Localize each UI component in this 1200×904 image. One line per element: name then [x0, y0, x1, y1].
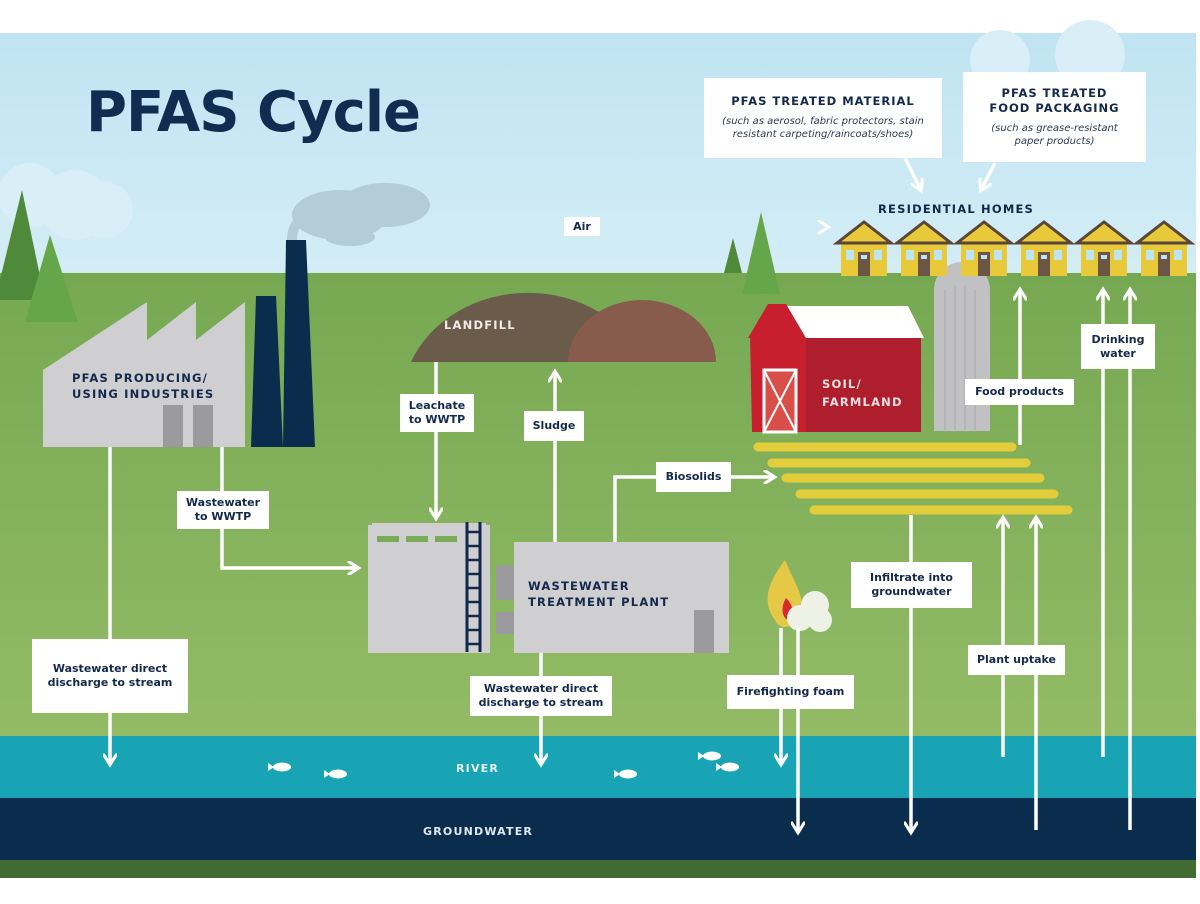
fish-icon: [614, 769, 637, 779]
smoke-cloud-icon: [287, 183, 430, 246]
arrow-packaging-to-homes: [982, 162, 997, 188]
tree-icon: [0, 190, 780, 322]
flow-label-food-products: Food products: [965, 379, 1074, 405]
house-icon: [832, 220, 896, 276]
house-icon: [1012, 220, 1076, 276]
factory-icon: [43, 240, 315, 447]
fish-group: [268, 751, 739, 779]
fire-icon: [767, 560, 832, 632]
flow-label-plant-uptake: Plant uptake: [968, 645, 1065, 675]
fish-icon: [716, 762, 739, 772]
info-box-heading: PFAS TREATED FOOD PACKAGING: [989, 86, 1120, 115]
label-groundwater: GROUNDWATER: [423, 825, 534, 838]
river-band: [0, 736, 1196, 800]
arrow-material-to-homes: [903, 157, 920, 188]
arrow-wastewater-to-wwtp: [220, 447, 356, 568]
label-industries: PFAS PRODUCING/ USING INDUSTRIES: [72, 371, 215, 401]
house-icon: [952, 220, 1016, 276]
info-box-treated-material: PFAS TREATED MATERIAL (such as aerosol, …: [704, 78, 942, 158]
info-box-subtext: (such as grease-resistant paper products…: [991, 123, 1118, 147]
silo-icon: [934, 262, 990, 431]
flow-label-infiltrate: Infiltrate into groundwater: [851, 562, 972, 608]
house-icon: [892, 220, 956, 276]
fish-icon: [698, 751, 721, 761]
label-wwtp: WASTEWATER TREATMENT PLANT: [528, 579, 670, 609]
house-icon: [1132, 220, 1196, 276]
info-box-subtext: (such as aerosol, fabric protectors, sta…: [722, 116, 924, 140]
barn-icon: [748, 304, 924, 434]
info-box-heading: PFAS TREATED MATERIAL: [731, 94, 915, 108]
label-residential-homes: RESIDENTIAL HOMES: [878, 202, 1035, 216]
house-icon: [1072, 220, 1136, 276]
label-river: RIVER: [456, 762, 500, 775]
flow-label-air: Air: [564, 217, 600, 236]
flow-label-wastewater-to-wwtp: Wastewater to WWTP: [177, 491, 269, 529]
flow-label-firefighting-foam: Firefighting foam: [727, 675, 854, 709]
wwtp-icon: [368, 522, 729, 653]
flow-label-direct-discharge-left: Wastewater direct discharge to stream: [32, 639, 188, 713]
fish-icon: [324, 769, 347, 779]
bottom-soil: [0, 860, 1196, 878]
groundwater-band: [0, 798, 1196, 860]
houses: [832, 220, 1196, 276]
landfill-icon: [411, 292, 716, 362]
crop-rows: [753, 442, 1073, 515]
flow-label-biosolids: Biosolids: [656, 462, 731, 492]
flow-label-leachate: Leachate to WWTP: [400, 394, 474, 432]
label-landfill: LANDFILL: [444, 318, 516, 332]
flow-label-drinking-water: Drinking water: [1081, 324, 1155, 369]
flow-label-sludge: Sludge: [524, 411, 584, 441]
fish-icon: [268, 762, 291, 772]
page-title: PFAS Cycle: [86, 80, 421, 145]
label-farmland: SOIL/ FARMLAND: [822, 377, 903, 409]
info-box-food-packaging: PFAS TREATED FOOD PACKAGING (such as gre…: [963, 72, 1146, 162]
flow-label-direct-discharge-center: Wastewater direct discharge to stream: [470, 676, 612, 716]
